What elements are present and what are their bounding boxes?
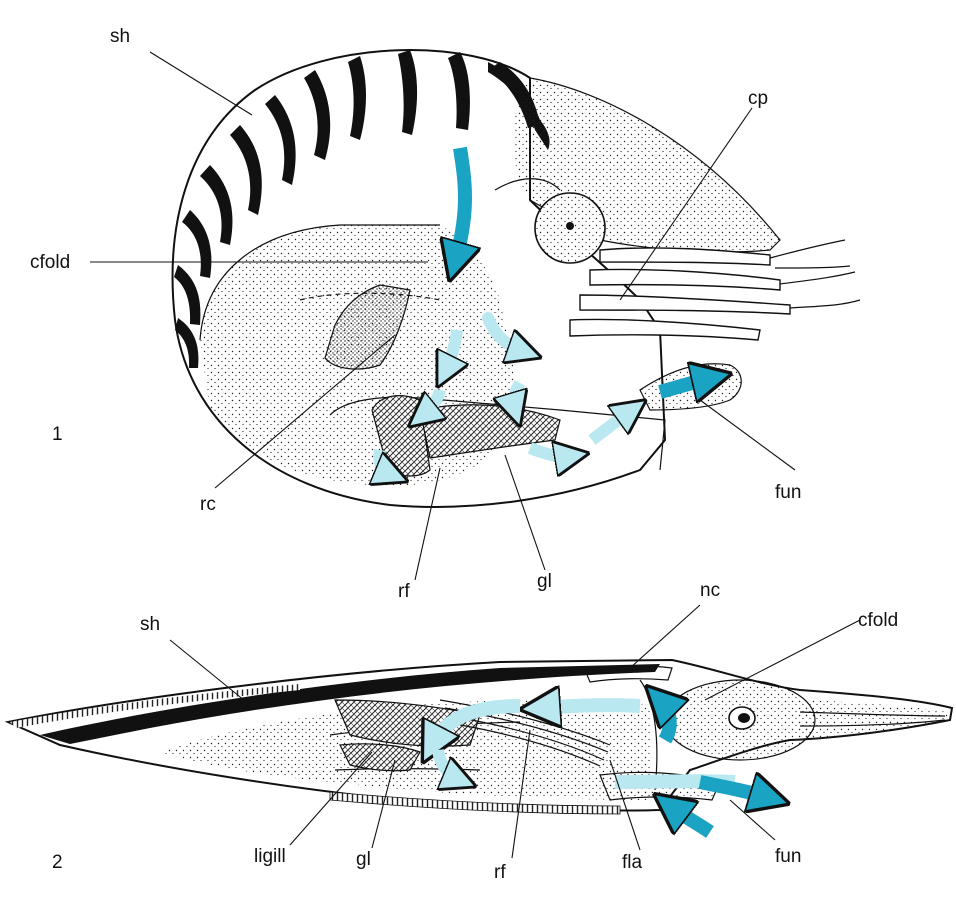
label-sh-fig1: sh bbox=[110, 26, 130, 47]
label-cfold-fig1: cfold bbox=[30, 252, 70, 273]
nautilus-drawing: sh cp cfold rc fun rf gl 1 bbox=[30, 26, 860, 602]
label-sh-fig2: sh bbox=[140, 614, 160, 635]
leader-sh-fig1 bbox=[150, 52, 252, 115]
label-cfold-fig2: cfold bbox=[858, 610, 898, 631]
leader-fun-fig1 bbox=[700, 400, 795, 470]
leader-fun-fig2 bbox=[730, 800, 775, 840]
label-fla: fla bbox=[622, 852, 643, 873]
label-nc: nc bbox=[700, 580, 720, 601]
label-rf-fig2: rf bbox=[494, 862, 506, 883]
label-gl-fig1: gl bbox=[537, 571, 552, 592]
label-gl-fig2: gl bbox=[356, 849, 371, 870]
label-cp: cp bbox=[748, 88, 768, 109]
leader-nc bbox=[630, 605, 700, 668]
label-rf-fig1: rf bbox=[398, 581, 410, 602]
label-ligill: ligill bbox=[254, 846, 286, 867]
label-rc: rc bbox=[200, 494, 216, 515]
squid-drawing: sh nc cfold ligill gl rf fla fun 2 bbox=[8, 580, 952, 883]
figure-number-1: 1 bbox=[52, 424, 63, 445]
label-fun-fig2: fun bbox=[775, 846, 801, 867]
label-fun-fig1: fun bbox=[775, 482, 801, 503]
figure-number-2: 2 bbox=[52, 852, 63, 873]
